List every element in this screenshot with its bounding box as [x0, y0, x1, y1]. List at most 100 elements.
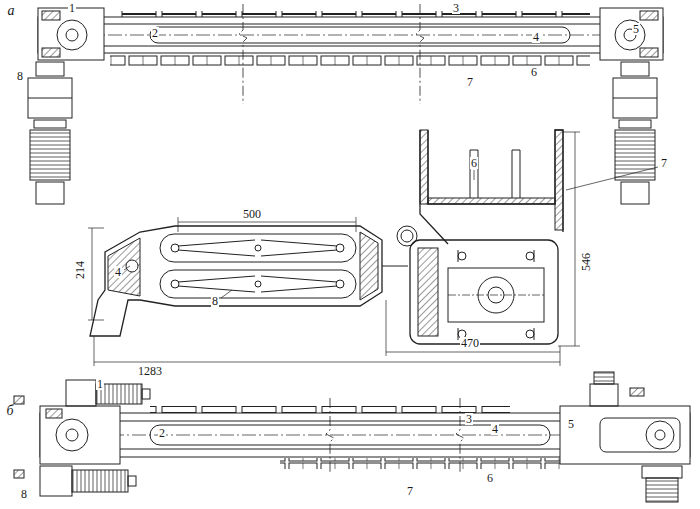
- bottom-view: [600, 418, 680, 452]
- top-view: [38, 8, 104, 60]
- top-view: [239, 4, 247, 104]
- top-view: [30, 130, 70, 180]
- cross-section: [382, 266, 408, 267]
- cross-section: [124, 266, 130, 270]
- top-view: [28, 78, 72, 118]
- dimension-label: 470: [460, 337, 480, 349]
- cross-section: [386, 352, 560, 353]
- bottom-view: [66, 380, 96, 406]
- callout-number: 8: [20, 488, 28, 500]
- callout-number: 7: [406, 485, 414, 497]
- top-view: [28, 98, 72, 99]
- callout-number: 6: [470, 157, 478, 169]
- view-letter: а: [7, 4, 16, 18]
- cross-section: [526, 252, 534, 260]
- top-view: [621, 182, 649, 204]
- callout-number: 6: [486, 472, 494, 484]
- bottom-view: [646, 478, 678, 502]
- top-view: [110, 55, 590, 66]
- cross-section: [386, 300, 387, 356]
- view-letter: б: [5, 404, 14, 418]
- cross-section: [92, 228, 93, 320]
- bottom-view: [120, 421, 560, 422]
- callout-number: 5: [632, 23, 640, 35]
- cross-section: [448, 268, 544, 322]
- bottom-view: [40, 406, 120, 464]
- cross-section: [178, 250, 337, 282]
- cross-section: [94, 362, 560, 363]
- top-view: [42, 11, 60, 20]
- top-view: [416, 4, 424, 104]
- cross-section: [420, 130, 563, 244]
- cross-section: [178, 217, 179, 232]
- bottom-view: [630, 388, 644, 396]
- top-view: [120, 11, 590, 17]
- bottom-view: [456, 398, 464, 474]
- cross-section: [397, 226, 417, 246]
- callout-number: 8: [16, 70, 24, 82]
- callout-number: 2: [158, 427, 166, 439]
- top-view: [615, 20, 645, 50]
- cross-section: [418, 248, 438, 336]
- cross-section: [560, 346, 561, 366]
- callout-number: 5: [567, 418, 575, 430]
- callout-number: 8: [211, 295, 219, 307]
- bottom-view: [14, 470, 24, 478]
- top-view: [36, 182, 64, 204]
- callout-number: 6: [530, 66, 538, 78]
- cross-section: [336, 244, 344, 252]
- cross-section: [178, 222, 356, 223]
- callout-number: 2: [151, 27, 159, 39]
- bottom-view: [590, 384, 618, 406]
- bottom-view: [66, 429, 78, 441]
- cross-section: [448, 295, 544, 296]
- callout-number: 4: [532, 31, 540, 43]
- cross-section: [563, 132, 580, 133]
- cross-section: [555, 130, 563, 230]
- bottom-view: [655, 430, 665, 440]
- cross-section: [171, 244, 179, 252]
- top-view: [34, 120, 66, 128]
- top-view: [613, 98, 657, 99]
- top-view: [600, 8, 663, 60]
- bottom-view: [14, 396, 24, 404]
- cross-section: [410, 240, 558, 344]
- cross-section: [108, 238, 140, 296]
- callout-number: 3: [465, 413, 473, 425]
- bottom-view: [128, 476, 136, 486]
- cross-section: [356, 217, 357, 232]
- top-view: [619, 120, 651, 128]
- bottom-view: [46, 409, 62, 418]
- cross-section: [255, 281, 261, 287]
- cross-section: [526, 330, 534, 338]
- cross-section: [88, 228, 104, 229]
- cross-section: [88, 132, 658, 366]
- top-view: [36, 62, 64, 76]
- cross-section: [178, 240, 337, 292]
- callout-number: 4: [491, 423, 499, 435]
- cross-section: [88, 130, 658, 366]
- cross-section: [360, 232, 378, 300]
- cross-section: [420, 130, 428, 204]
- cross-section: [160, 234, 356, 262]
- cross-section: [458, 250, 534, 340]
- bottom-view: [142, 389, 150, 399]
- bottom-view: [120, 449, 560, 450]
- cross-section: [558, 346, 580, 347]
- dimension-label: 214: [74, 260, 86, 280]
- dimension-label: 546: [580, 252, 592, 272]
- bottom-view: [646, 421, 674, 449]
- bottom-view: [72, 470, 128, 492]
- bottom-view: [150, 425, 550, 445]
- cross-section: [575, 132, 576, 346]
- top-view: [28, 4, 663, 204]
- callout-number: 4: [114, 266, 122, 278]
- callout-number: 1: [96, 378, 104, 390]
- bottom-view: [56, 419, 88, 451]
- cross-section: [458, 252, 466, 260]
- bottom-view: [560, 406, 690, 464]
- cross-section: [88, 320, 104, 321]
- cross-section: [221, 290, 232, 298]
- cross-section: [255, 245, 261, 251]
